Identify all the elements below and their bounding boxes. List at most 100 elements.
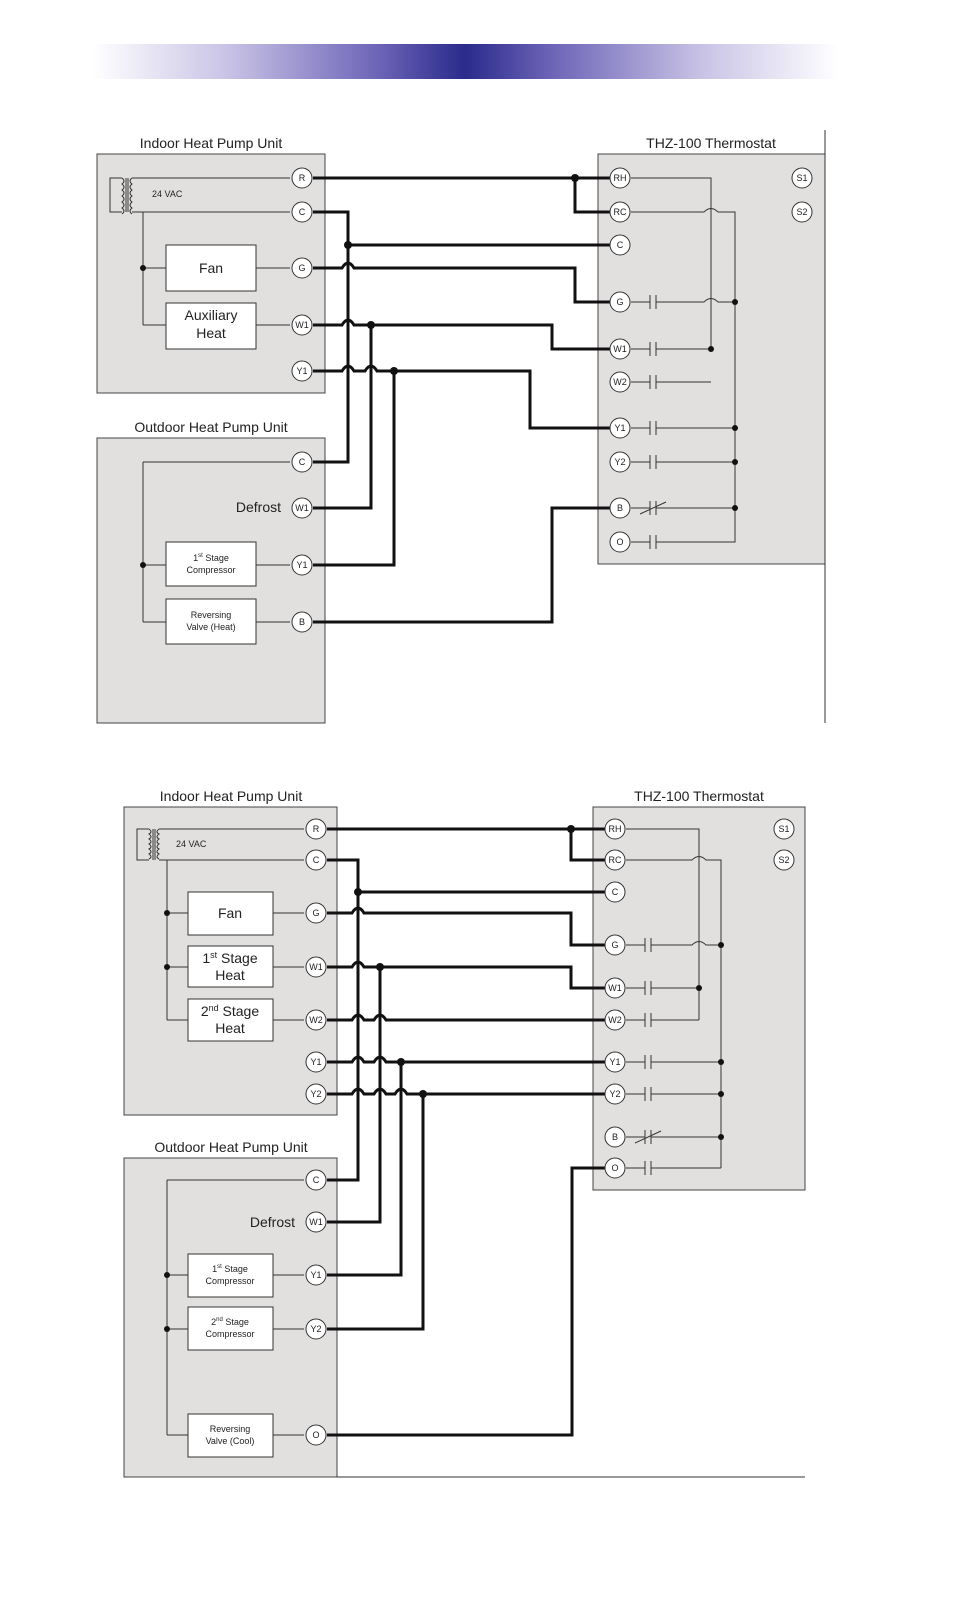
reversing-valve-heat xyxy=(165,598,257,645)
terminal-rc-label: RC xyxy=(609,855,622,865)
terminal-w1-label: W1 xyxy=(309,962,323,972)
compressor1-label-line2: Compressor xyxy=(205,1276,254,1286)
terminal-w1-label: W1 xyxy=(613,344,627,354)
terminal-y2-label: Y2 xyxy=(609,1089,620,1099)
indoor-unit-title: Indoor Heat Pump Unit xyxy=(160,788,303,804)
terminal-g-label: G xyxy=(616,297,623,307)
compressor-1st-stage xyxy=(187,1253,274,1298)
fan-component xyxy=(165,244,257,292)
terminal-g-label: G xyxy=(611,940,618,950)
fan-label: Fan xyxy=(199,260,223,276)
terminal-y1-label: Y1 xyxy=(310,1057,321,1067)
terminal-w1-label: W1 xyxy=(295,320,309,330)
terminal-r-label: R xyxy=(299,173,306,183)
compressor-2nd-stage xyxy=(187,1306,274,1351)
aux-heat-label-line1: Auxiliary xyxy=(185,307,238,323)
terminal-y1 xyxy=(291,360,313,382)
terminal-y2-label: Y2 xyxy=(614,457,625,467)
reversing-valve-cool xyxy=(187,1413,274,1458)
terminal-r-label: R xyxy=(313,824,320,834)
diagram-1: Indoor Heat Pump Unit Outdoor Heat Pump … xyxy=(96,130,826,724)
terminal-o-label: O xyxy=(312,1430,319,1440)
terminal-y1-label: Y1 xyxy=(609,1057,620,1067)
field-wires xyxy=(313,174,620,624)
reversing-valve-line1: Reversing xyxy=(210,1424,251,1434)
indoor-terminals: R C G W1 Y1 xyxy=(291,167,313,382)
terminal-w1-label: W1 xyxy=(295,503,309,513)
transformer-label: 24 VAC xyxy=(152,189,183,199)
terminal-o-label: O xyxy=(611,1163,618,1173)
terminal-y1-label: Y1 xyxy=(614,423,625,433)
header-gradient-bar xyxy=(92,44,838,79)
terminal-g xyxy=(291,257,313,279)
terminal-y1-label: Y1 xyxy=(296,366,307,376)
outdoor-unit-title: Outdoor Heat Pump Unit xyxy=(134,419,287,435)
terminal-rh-label: RH xyxy=(609,824,622,834)
terminal-c xyxy=(291,451,313,473)
compressor-label-line1: 1st Stage xyxy=(193,553,229,563)
outdoor-terminals: C W1 Y1 Y2 O xyxy=(305,1169,327,1446)
transformer-label: 24 VAC xyxy=(176,839,207,849)
auxiliary-heat-component xyxy=(165,302,257,350)
terminal-w1-label: W1 xyxy=(608,983,622,993)
terminal-r xyxy=(291,167,313,189)
terminal-y1 xyxy=(291,554,313,576)
indoor-unit-title: Indoor Heat Pump Unit xyxy=(140,135,283,151)
terminal-rh-label: RH xyxy=(614,173,627,183)
terminal-o-label: O xyxy=(616,537,623,547)
terminal-y1-label: Y1 xyxy=(310,1270,321,1280)
reversing-valve-line2: Valve (Heat) xyxy=(186,622,235,632)
terminal-g-label: G xyxy=(312,908,319,918)
heat-1st-stage-component xyxy=(187,945,274,988)
terminal-y2-label: Y2 xyxy=(310,1324,321,1334)
heat1-label-line2: Heat xyxy=(215,967,245,983)
reversing-valve-line2: Valve (Cool) xyxy=(206,1436,255,1446)
terminal-w1 xyxy=(291,497,313,519)
terminal-w1 xyxy=(291,314,313,336)
outdoor-terminals: C W1 Y1 B xyxy=(291,451,313,633)
terminal-c-label: C xyxy=(612,887,619,897)
aux-heat-label-line2: Heat xyxy=(196,325,226,341)
terminal-c-label: C xyxy=(617,240,624,250)
outdoor-unit-title: Outdoor Heat Pump Unit xyxy=(154,1139,307,1155)
terminal-g-label: G xyxy=(298,263,305,273)
terminal-c xyxy=(291,201,313,223)
defrost-label: Defrost xyxy=(250,1214,295,1230)
indoor-terminals: R C G W1 W2 Y1 Y2 xyxy=(305,818,327,1105)
terminal-c-label: C xyxy=(313,1175,320,1185)
terminal-w1-label: W1 xyxy=(309,1217,323,1227)
terminal-s1-label: S1 xyxy=(778,824,789,834)
terminal-c-label: C xyxy=(299,457,306,467)
compressor1-label-line1: 1st Stage xyxy=(212,1264,248,1274)
compressor-label-line2: Compressor xyxy=(186,565,235,575)
defrost-label: Defrost xyxy=(236,499,281,515)
heat-2nd-stage-component xyxy=(187,998,274,1042)
terminal-w2-label: W2 xyxy=(608,1015,622,1025)
terminal-b-label: B xyxy=(617,503,623,513)
fan-label: Fan xyxy=(218,905,242,921)
terminal-s1-label: S1 xyxy=(796,173,807,183)
terminal-b-label: B xyxy=(299,617,305,627)
compressor2-label-line1: 2nd Stage xyxy=(211,1317,249,1327)
thermostat-title: THZ-100 Thermostat xyxy=(634,788,764,804)
terminal-b-label: B xyxy=(612,1132,618,1142)
fan-component xyxy=(187,891,274,936)
compressor-1st-stage xyxy=(165,541,257,587)
terminal-y2-label: Y2 xyxy=(310,1089,321,1099)
contacts xyxy=(634,938,662,1175)
terminal-y1-label: Y1 xyxy=(296,560,307,570)
reversing-valve-line1: Reversing xyxy=(191,610,232,620)
terminal-c-label: C xyxy=(299,207,306,217)
terminal-c-label: C xyxy=(313,855,320,865)
heat2-label-line1: 2nd Stage xyxy=(201,1003,260,1019)
contacts xyxy=(639,295,667,549)
heat2-label-line2: Heat xyxy=(215,1020,245,1036)
field-wires xyxy=(327,825,615,1437)
transformer-icon xyxy=(109,177,133,215)
terminal-s2-label: S2 xyxy=(778,855,789,865)
terminal-s2-label: S2 xyxy=(796,207,807,217)
thermostat-terminals: RH RC C G W1 W2 Y1 Y2 B O S1 S2 xyxy=(609,167,813,553)
transformer-icon xyxy=(136,828,160,861)
thermostat-title: THZ-100 Thermostat xyxy=(646,135,776,151)
